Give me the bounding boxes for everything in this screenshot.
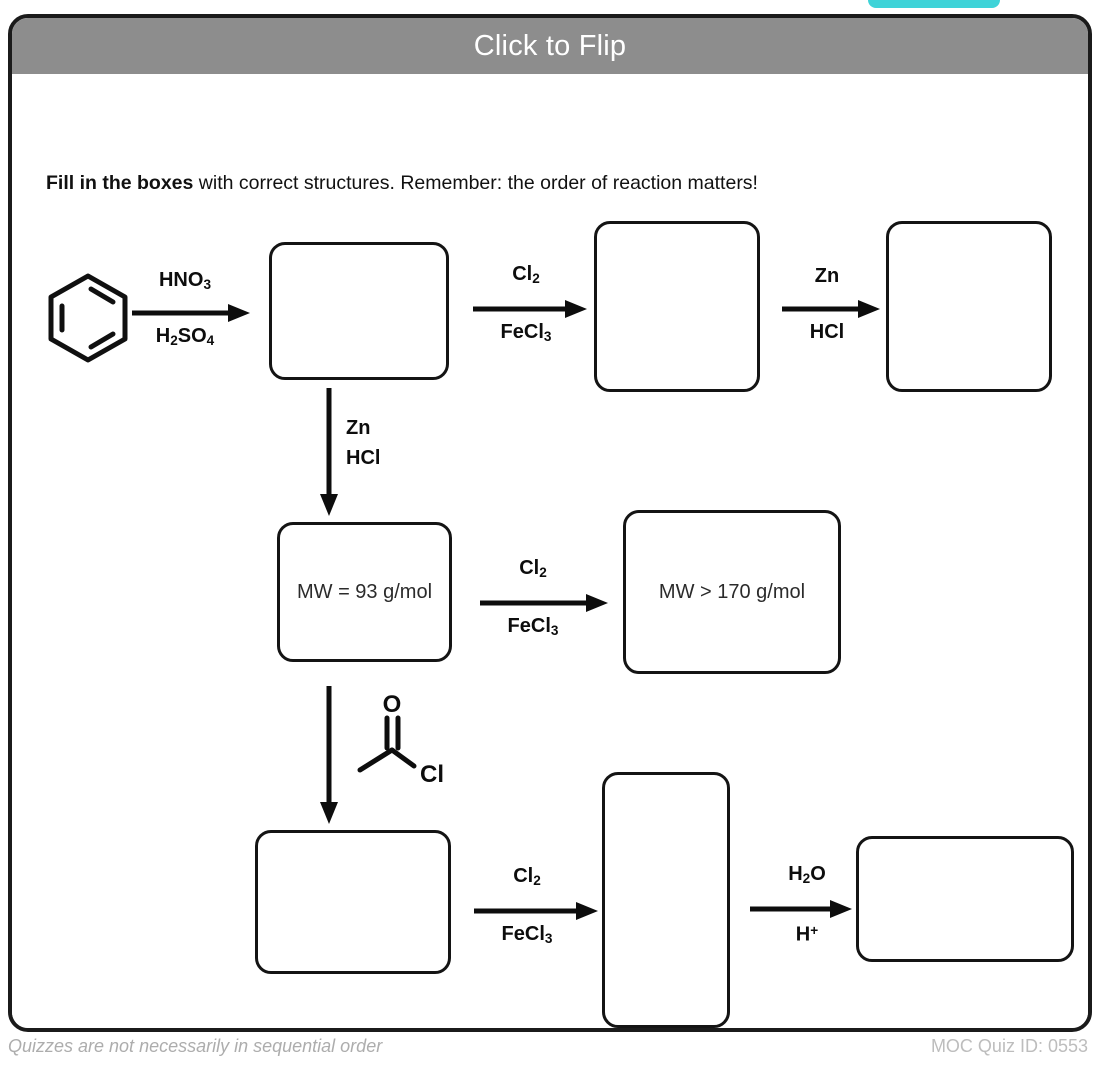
- answer-box-1[interactable]: [269, 242, 449, 380]
- answer-box-4[interactable]: MW = 93 g/mol: [277, 522, 452, 662]
- arrow-right-5: [474, 902, 598, 920]
- instruction-text: Fill in the boxes with correct structure…: [46, 172, 758, 195]
- footer-quiz-id: MOC Quiz ID: 0553: [930, 1036, 1088, 1056]
- answer-box-5[interactable]: MW > 170 g/mol: [623, 510, 841, 674]
- reagent-hcl-1: HCl: [809, 321, 845, 343]
- reagent-fecl3-1: FeCl3: [500, 321, 552, 344]
- reagent-cl2-1: Cl2: [512, 263, 540, 286]
- answer-box-8[interactable]: [856, 836, 1074, 962]
- answer-box-3[interactable]: [886, 221, 1052, 392]
- arrow-right-2: [473, 300, 587, 318]
- benzene-structure: [48, 273, 128, 363]
- answer-box-2[interactable]: [594, 221, 760, 392]
- arrow-down-2: [320, 686, 338, 824]
- teal-tab-accent: [868, 0, 1000, 8]
- reagent-cl2-2: Cl2: [519, 557, 547, 580]
- reagent-hplus: H+: [795, 923, 819, 946]
- arrow-right-6: [750, 900, 852, 918]
- answer-box-4-label: MW = 93 g/mol: [296, 580, 433, 603]
- card-body: Fill in the boxes with correct structure…: [12, 74, 1088, 1028]
- reagent-h2o: H2O: [788, 863, 826, 886]
- arrow-right-3: [782, 300, 880, 318]
- instruction-rest: with correct structures. Remember: the o…: [193, 172, 758, 194]
- reagent-hno3: HNO3: [158, 269, 211, 292]
- reagent-cl2-3: Cl2: [513, 865, 541, 888]
- answer-box-6[interactable]: [255, 830, 451, 974]
- svg-text:O: O: [383, 691, 402, 718]
- reagent-zn-2: Zn: [346, 417, 371, 439]
- answer-box-5-label: MW > 170 g/mol: [658, 580, 806, 603]
- reagent-fecl3-2: FeCl3: [507, 615, 559, 638]
- answer-box-7[interactable]: [602, 772, 730, 1028]
- svg-text:Cl: Cl: [420, 761, 444, 788]
- card-header[interactable]: Click to Flip: [12, 18, 1088, 74]
- flashcard[interactable]: Click to Flip Fill in the boxes with cor…: [8, 14, 1092, 1032]
- arrow-down-1: [320, 388, 338, 516]
- arrow-right-4: [480, 594, 608, 612]
- arrow-right-1: [132, 304, 250, 322]
- reagent-zn-1: Zn: [814, 265, 840, 287]
- instruction-bold: Fill in the boxes: [46, 172, 194, 194]
- reagent-fecl3-3: FeCl3: [501, 923, 553, 946]
- acetyl-chloride-structure: O Cl: [357, 691, 444, 788]
- reagent-h2so4: H2SO4: [155, 325, 215, 348]
- footer-note: Quizzes are not necessarily in sequentia…: [8, 1036, 383, 1056]
- reagent-hcl-2: HCl: [346, 447, 381, 469]
- click-to-flip-label: Click to Flip: [473, 29, 627, 62]
